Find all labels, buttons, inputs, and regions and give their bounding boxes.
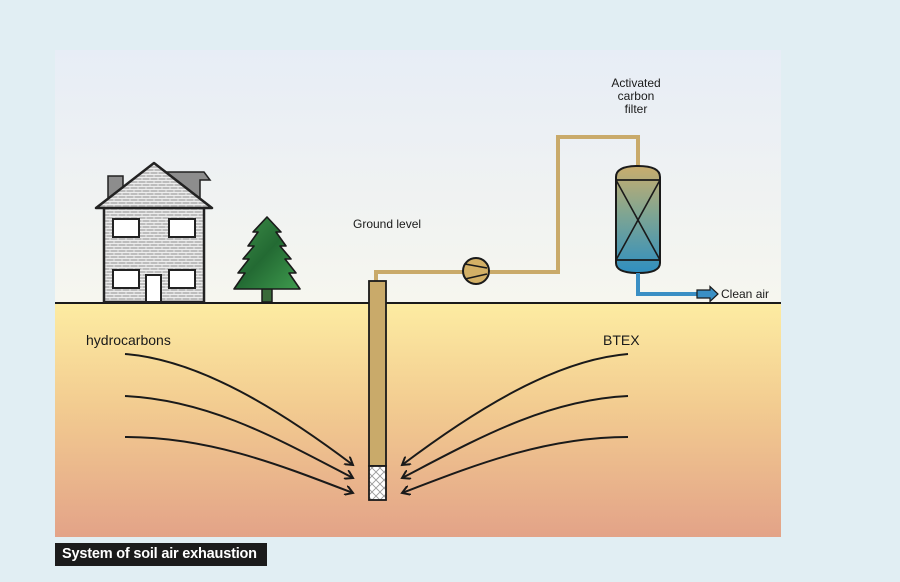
flow-arrow (124, 395, 353, 478)
filter-label-line-1: Activated (611, 76, 660, 90)
pump-icon (462, 257, 490, 285)
tree-icon (233, 216, 301, 303)
extraction-well (368, 280, 387, 501)
flow-arrow (402, 353, 629, 465)
filter-label-line-2: carbon (618, 89, 655, 103)
btex-label: BTEX (603, 332, 640, 348)
flow-arrow (124, 353, 353, 465)
flow-arrows-right (402, 353, 629, 493)
hydrocarbons-label: hydrocarbons (86, 332, 171, 348)
diagram-caption: System of soil air exhaustion (55, 543, 267, 566)
flow-arrow (402, 395, 629, 478)
house-icon (94, 161, 214, 304)
flow-arrows-left (124, 353, 353, 493)
ground-level-label: Ground level (353, 217, 421, 231)
clean-air-outlet (636, 273, 719, 303)
flow-arrow (124, 436, 353, 493)
exhaust-pipe (374, 135, 640, 282)
flow-arrow (402, 436, 629, 493)
filter-screen (368, 465, 387, 501)
soil-panel (55, 303, 781, 537)
activated-carbon-filter-icon (615, 164, 661, 275)
arrow-right-icon (696, 285, 719, 303)
filter-label-line-3: filter (625, 102, 648, 116)
clean-air-label: Clean air (721, 287, 769, 301)
